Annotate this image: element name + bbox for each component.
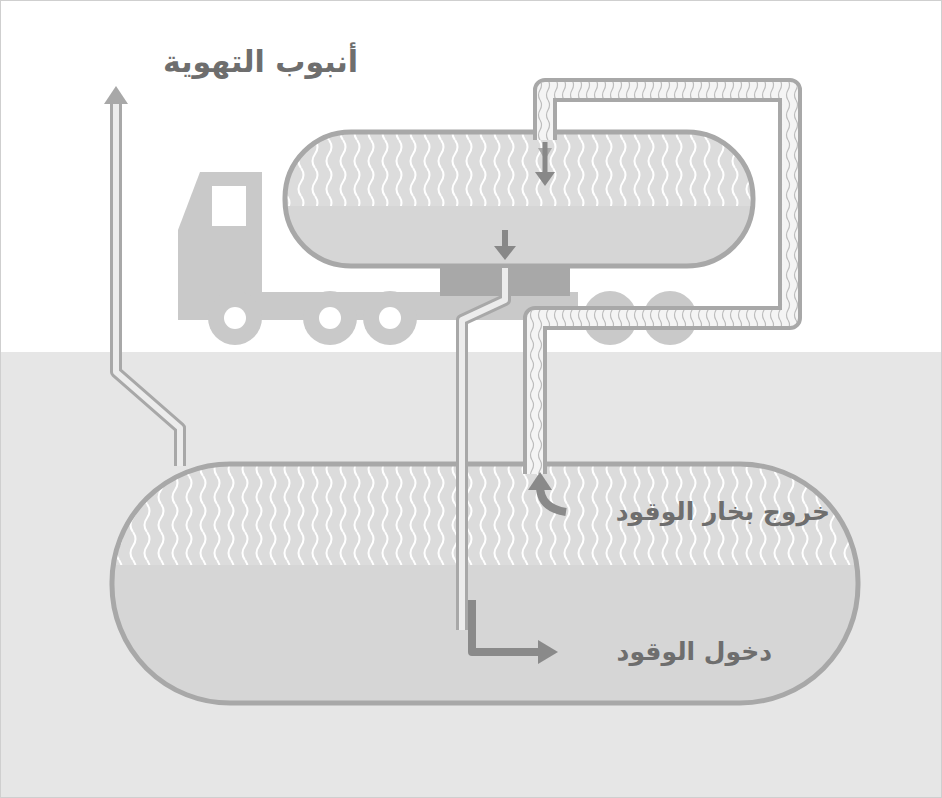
fuel-fill-pipe <box>462 230 516 630</box>
vapor-return-hose <box>535 90 790 474</box>
fuel-in-arrow <box>472 600 540 652</box>
vapor-out-label: خروج بخار الوقود <box>616 497 830 527</box>
vapor-out-arrowhead <box>528 472 552 490</box>
vent-pipe <box>104 86 180 466</box>
vent-pipe-label: أنبوب التهوية <box>163 44 358 80</box>
fuel-in-label: دخول الوقود <box>617 637 772 667</box>
fuel-in-arrowhead <box>538 640 558 664</box>
underground-tank <box>100 460 870 703</box>
ground <box>0 352 942 798</box>
truck-tank <box>280 128 760 266</box>
